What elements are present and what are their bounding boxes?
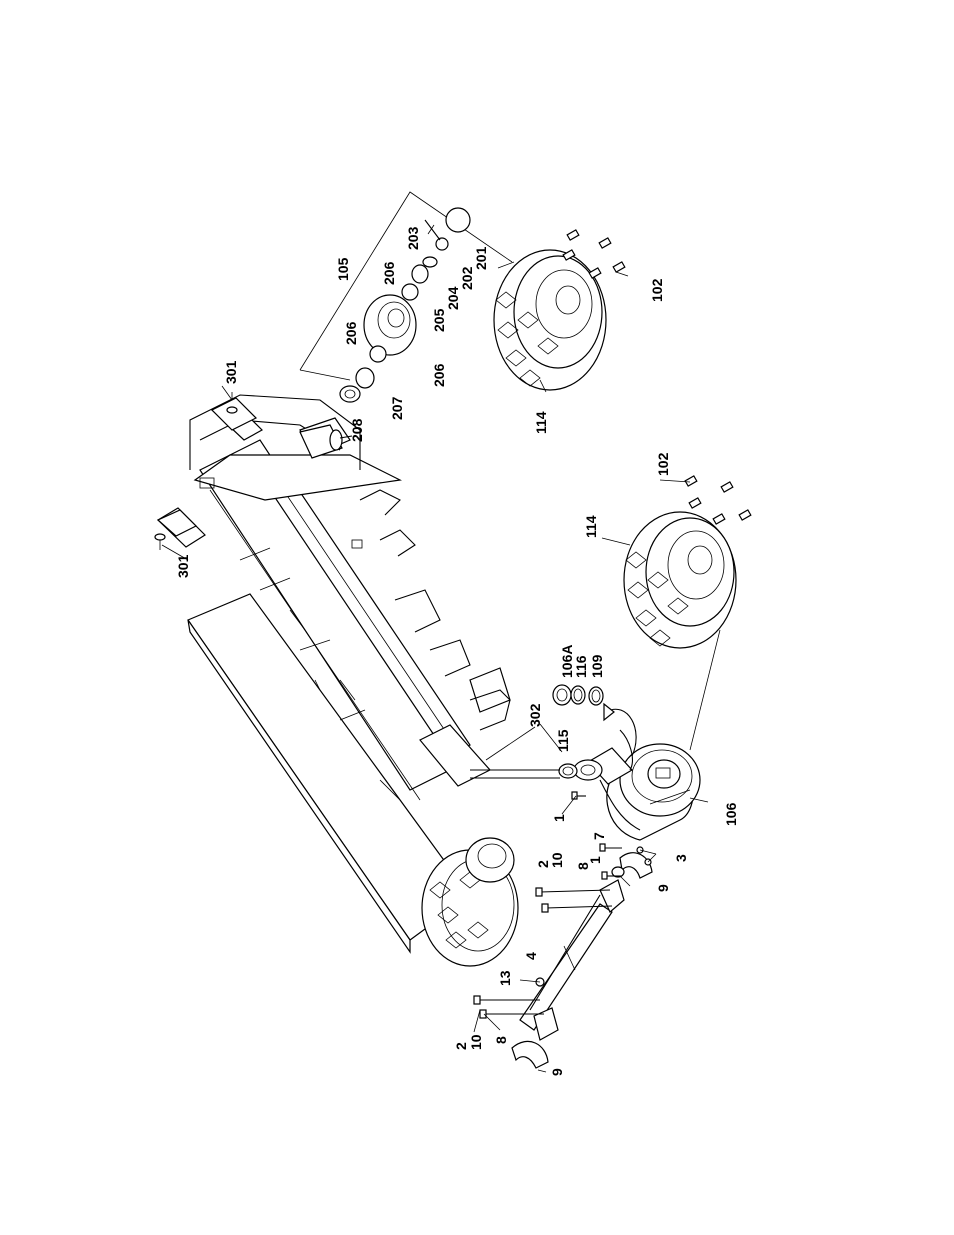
callout-2b: 2: [453, 1042, 469, 1050]
wheel-114-lower: [624, 512, 736, 648]
callout-10a: 10: [549, 852, 565, 868]
callout-102b: 102: [655, 452, 671, 476]
callout-208: 208: [349, 418, 365, 442]
callout-205: 205: [431, 308, 447, 332]
callout-207: 207: [389, 396, 405, 420]
callout-201: 201: [473, 246, 489, 270]
callout-109: 109: [589, 654, 605, 678]
callout-102a: 102: [649, 278, 665, 302]
callout-105: 105: [335, 257, 351, 281]
callout-115: 115: [555, 729, 571, 752]
drive-motor-106: [574, 704, 700, 840]
knuckle-9-right: [612, 853, 652, 878]
callout-4: 4: [523, 952, 539, 960]
callout-9b: 9: [549, 1068, 565, 1076]
ring-115: [559, 764, 577, 778]
callout-7: 7: [591, 832, 607, 840]
callout-302: 302: [527, 703, 543, 727]
callout-8a: 8: [575, 862, 591, 870]
hub-assembly-105: [300, 192, 512, 402]
callout-206c: 206: [431, 363, 447, 387]
knuckle-9-left: [512, 1041, 548, 1068]
callout-203: 203: [405, 226, 421, 250]
callout-9a: 9: [655, 884, 671, 892]
callout-10b: 10: [468, 1034, 484, 1050]
callout-116: 116: [573, 655, 589, 678]
callout-13: 13: [497, 970, 513, 986]
callout-206a: 206: [381, 261, 397, 285]
wheel-114-upper: [494, 250, 606, 390]
callout-106: 106: [723, 802, 739, 826]
callout-114a: 114: [533, 411, 549, 434]
callout-301a: 301: [175, 554, 191, 578]
callout-206b: 206: [343, 321, 359, 345]
callout-3: 3: [673, 854, 689, 862]
ring-106A: [553, 685, 571, 705]
callout-1a: 1: [551, 814, 567, 822]
callout-114b: 114: [583, 515, 599, 538]
callout-301b: 301: [223, 360, 239, 384]
callout-8b: 8: [493, 1036, 509, 1044]
